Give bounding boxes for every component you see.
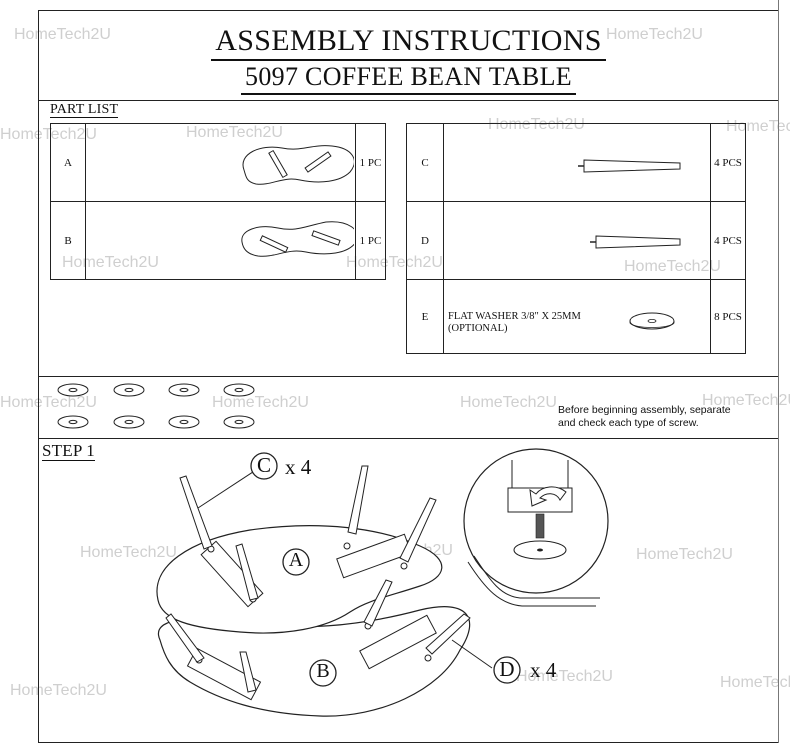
table-row: D 4 PCS (406, 201, 746, 280)
part-quantity: 8 PCS (710, 279, 746, 354)
part-list-heading: PART LIST (50, 102, 119, 118)
part-quantity: 1 PC (355, 123, 386, 202)
callout-d-count: x 4 (530, 658, 557, 682)
tabletop-b-label: B (316, 660, 330, 682)
page-subtitle: 5097 COFFEE BEAN TABLE (38, 62, 779, 95)
part-image-cell (443, 201, 711, 280)
part-image-cell (443, 123, 711, 202)
callout-d-letter: D (499, 657, 515, 681)
part-quantity: 4 PCS (710, 201, 746, 280)
part-letter: D (406, 201, 444, 280)
part-list-table-right: C 4 PCS D 4 PCS E FLAT WASHER 3/8" X 25M… (406, 123, 746, 354)
table-row: E FLAT WASHER 3/8" X 25MM (OPTIONAL) 8 P… (406, 279, 746, 354)
table-row: A 1 PC (50, 123, 386, 202)
tabletop-b-drawing (241, 221, 358, 257)
parts-divider (38, 376, 779, 377)
part-quantity: 4 PCS (710, 123, 746, 202)
right-margin-rule (778, 0, 779, 743)
part-letter: E (406, 279, 444, 354)
part-quantity: 1 PC (355, 201, 386, 280)
callout-c-count: x 4 (285, 455, 312, 479)
hardware-divider (38, 438, 779, 439)
part-image-cell: FLAT WASHER 3/8" X 25MM (OPTIONAL) (443, 279, 711, 354)
table-row: C 4 PCS (406, 123, 746, 202)
part-letter: A (50, 123, 86, 202)
leg-d-drawing (590, 235, 681, 249)
callout-c-letter: C (256, 453, 271, 477)
page-title: ASSEMBLY INSTRUCTIONS (38, 24, 779, 61)
washer-description: FLAT WASHER 3/8" X 25MM (OPTIONAL) (448, 310, 581, 334)
table-row: B 1 PC (50, 201, 386, 280)
part-list-table-left: A 1 PC B 1 PC (50, 123, 386, 280)
part-letter: B (50, 201, 86, 280)
flat-washer-drawing (629, 312, 675, 329)
part-letter: C (406, 123, 444, 202)
hardware-note: Before beginning assembly, separate and … (558, 404, 731, 430)
header-divider (38, 100, 779, 101)
tabletop-a-drawing (242, 145, 355, 185)
leg-c-drawing (578, 159, 681, 173)
part-image-cell (85, 201, 358, 280)
part-image-cell (85, 123, 356, 202)
step-1-heading: STEP 1 (42, 441, 95, 461)
tabletop-a-label: A (288, 549, 304, 571)
